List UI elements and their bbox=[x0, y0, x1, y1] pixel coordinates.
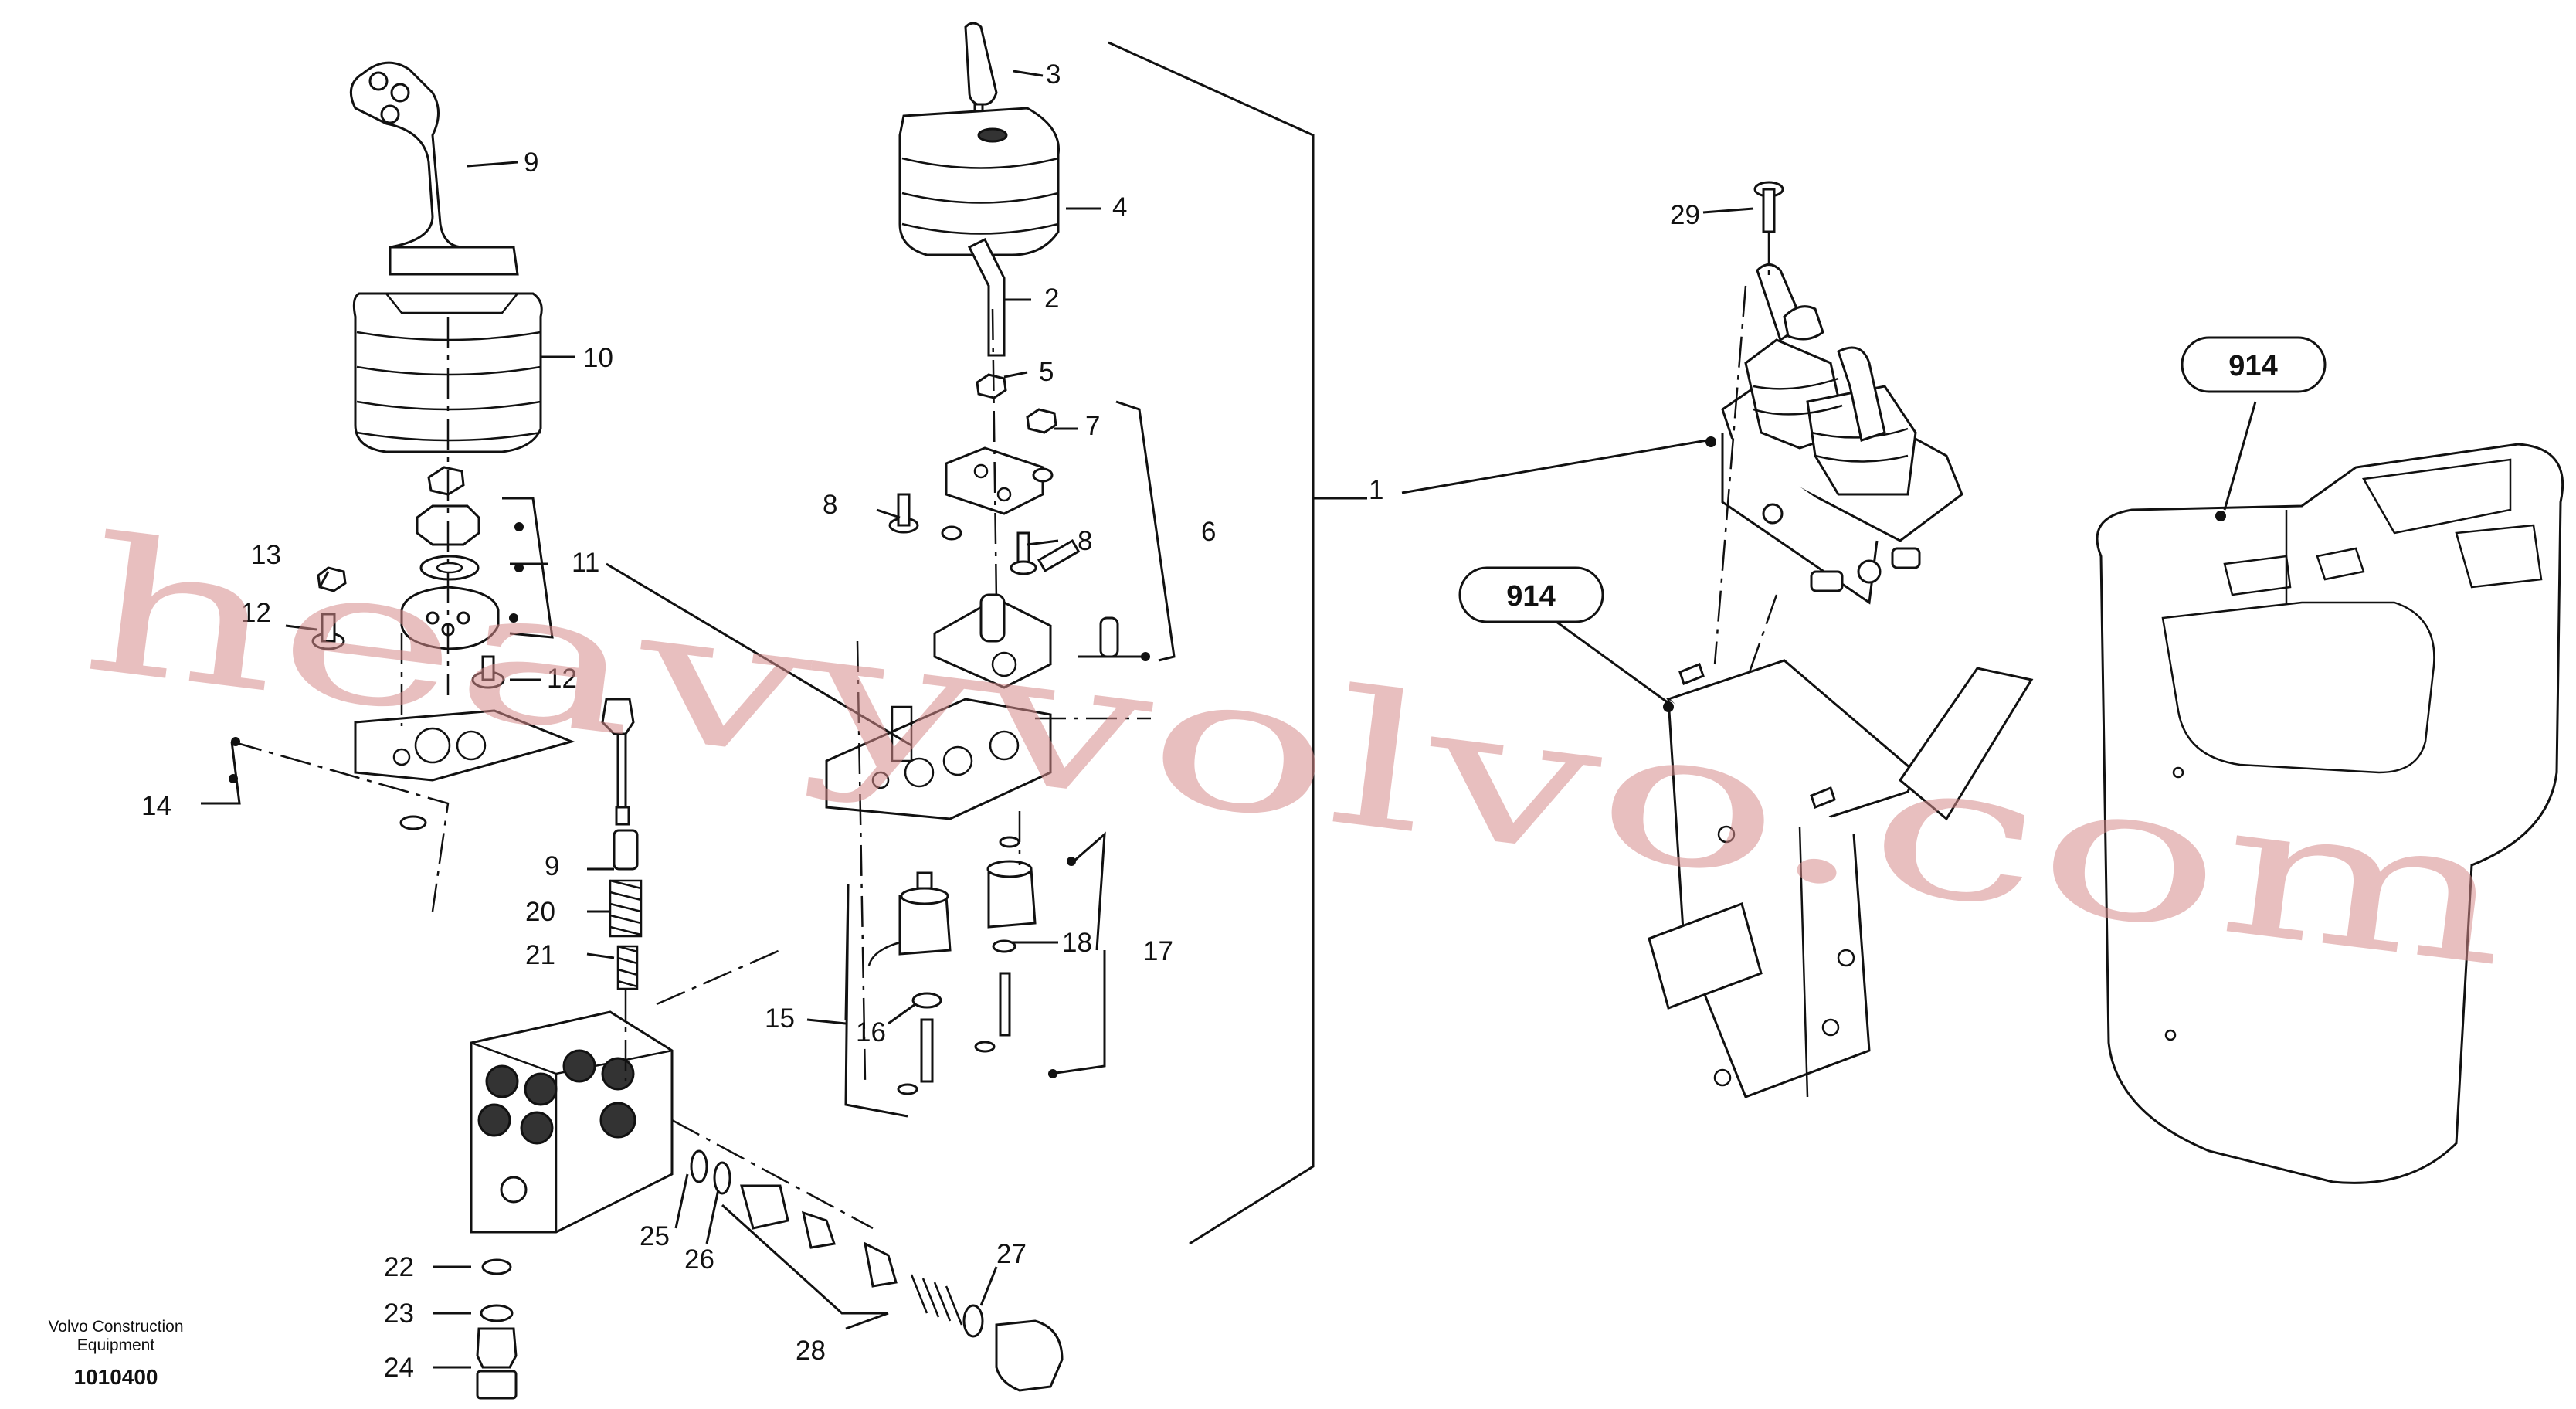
mounting-frame bbox=[1648, 659, 2034, 1098]
callout-12-left: 12 bbox=[241, 598, 271, 628]
callout-labels: 1 2 3 4 5 6 7 8 8 9 9 10 11 12 12 13 14 … bbox=[141, 59, 1700, 1383]
company-line-1: Volvo Construction bbox=[48, 1318, 183, 1336]
callout-22: 22 bbox=[384, 1252, 414, 1282]
screw-29 bbox=[1753, 181, 1784, 233]
callout-7: 7 bbox=[1085, 411, 1100, 441]
leader-lines bbox=[201, 41, 2257, 1369]
callout-24: 24 bbox=[384, 1353, 414, 1383]
callout-8-right: 8 bbox=[1078, 526, 1092, 556]
lever-2 bbox=[967, 237, 1006, 357]
nut-left bbox=[427, 466, 465, 496]
callout-9-top: 9 bbox=[524, 148, 538, 178]
badge-914-left: 914 bbox=[1458, 566, 1604, 623]
callout-17: 17 bbox=[1143, 936, 1173, 966]
plate-11 bbox=[825, 698, 1052, 820]
callout-29: 29 bbox=[1670, 200, 1700, 230]
plunger-stack bbox=[601, 698, 643, 990]
plate-14 bbox=[354, 709, 575, 830]
valve-body bbox=[470, 1010, 674, 1234]
callout-13: 13 bbox=[251, 540, 281, 570]
callout-27: 27 bbox=[996, 1239, 1027, 1269]
badge-914-right-text: 914 bbox=[2228, 350, 2277, 382]
callout-14: 14 bbox=[141, 791, 171, 821]
callout-5: 5 bbox=[1039, 357, 1054, 387]
callout-20: 20 bbox=[525, 897, 555, 927]
callout-12-right: 12 bbox=[547, 664, 577, 694]
company-line-2: Equipment bbox=[77, 1336, 155, 1354]
joystick-assembly-right bbox=[1721, 263, 1963, 605]
callout-4: 4 bbox=[1112, 192, 1127, 222]
bullet-dots bbox=[229, 436, 2226, 1078]
drawing-number: 1010400 bbox=[73, 1365, 158, 1389]
group-15-18 bbox=[867, 836, 1037, 1095]
bottom-parts-22-24 bbox=[476, 1258, 518, 1400]
badge-914-left-text: 914 bbox=[1506, 580, 1555, 613]
screw-12-left bbox=[311, 613, 505, 689]
badge-914-right: 914 bbox=[2181, 336, 2327, 393]
callout-16: 16 bbox=[856, 1017, 886, 1047]
callout-2: 2 bbox=[1044, 283, 1059, 314]
callout-9-mid: 9 bbox=[545, 851, 559, 881]
callout-23: 23 bbox=[384, 1299, 414, 1329]
callout-10: 10 bbox=[583, 343, 613, 373]
callout-26: 26 bbox=[684, 1244, 714, 1275]
console-cover bbox=[2096, 443, 2564, 1184]
nuts-5-7 bbox=[976, 373, 1057, 434]
joystick-handle-left bbox=[349, 61, 519, 276]
centerlines bbox=[231, 232, 1778, 1230]
callout-1: 1 bbox=[1369, 475, 1383, 505]
callout-21: 21 bbox=[525, 940, 555, 970]
callout-28: 28 bbox=[796, 1336, 826, 1366]
boot-4 bbox=[898, 107, 1060, 256]
lever-bracket bbox=[933, 593, 1119, 689]
washer-stack bbox=[400, 504, 500, 650]
callout-6: 6 bbox=[1201, 517, 1216, 547]
bracket-6 bbox=[888, 446, 1081, 575]
callout-3: 3 bbox=[1046, 59, 1061, 90]
callout-11: 11 bbox=[572, 548, 599, 578]
cartridge-25-28 bbox=[690, 1149, 1064, 1392]
callout-8-left: 8 bbox=[823, 490, 837, 520]
callout-25: 25 bbox=[640, 1221, 670, 1251]
footer: Volvo Construction Equipment 1010400 bbox=[48, 1318, 183, 1389]
callout-15: 15 bbox=[765, 1003, 795, 1034]
callout-18: 18 bbox=[1062, 928, 1092, 958]
nut-13 bbox=[317, 566, 347, 592]
